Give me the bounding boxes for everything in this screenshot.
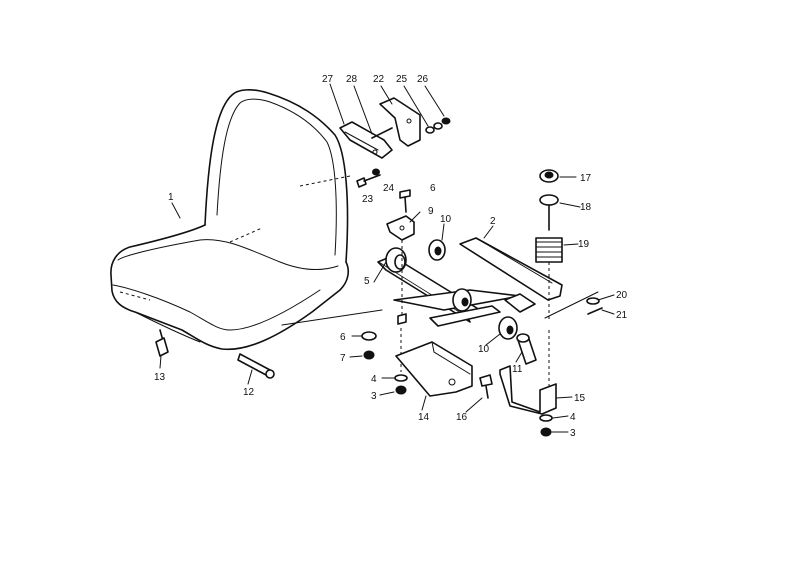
label-28: 28: [346, 74, 358, 85]
label-3-right: 3: [570, 428, 576, 439]
upper-bracket-group: [329, 83, 451, 188]
label-17: 17: [580, 173, 592, 184]
label-6-upper: 6: [430, 183, 436, 194]
label-18: 18: [580, 202, 592, 213]
label-10-upper: 10: [440, 214, 452, 225]
label-23: 23: [362, 194, 374, 205]
label-2: 2: [490, 216, 496, 227]
label-5: 5: [364, 276, 370, 287]
label-13: 13: [154, 372, 166, 383]
label-14: 14: [418, 412, 430, 423]
label-15: 15: [574, 393, 586, 404]
label-11: 11: [512, 364, 523, 375]
label-6-lower: 6: [340, 332, 346, 343]
label-26: 26: [417, 74, 429, 85]
lower-right-bracket: [465, 365, 573, 437]
label-9: 9: [428, 206, 434, 217]
part-labels: 27 28 22 25 26 24 23 6 1 9 10 2 17 18 19…: [154, 74, 628, 439]
spring-assembly: [535, 169, 581, 400]
label-10-lower: 10: [478, 344, 490, 355]
label-19: 19: [578, 239, 590, 250]
label-7: 7: [340, 353, 346, 364]
label-4-left: 4: [371, 374, 377, 385]
label-12: 12: [243, 387, 255, 398]
hardware-20-21: [544, 291, 615, 319]
label-3-left: 3: [371, 391, 377, 402]
label-1: 1: [168, 192, 174, 203]
label-20: 20: [616, 290, 628, 301]
lower-left-hardware: [349, 328, 473, 411]
seat-mounts: [155, 329, 275, 385]
seat-frame: [373, 189, 563, 365]
label-22: 22: [373, 74, 385, 85]
label-16: 16: [456, 412, 468, 423]
label-24: 24: [383, 183, 395, 194]
label-27: 27: [322, 74, 334, 85]
label-25: 25: [396, 74, 408, 85]
label-21: 21: [616, 310, 628, 321]
label-4-right: 4: [570, 412, 576, 423]
seat: [110, 89, 350, 351]
